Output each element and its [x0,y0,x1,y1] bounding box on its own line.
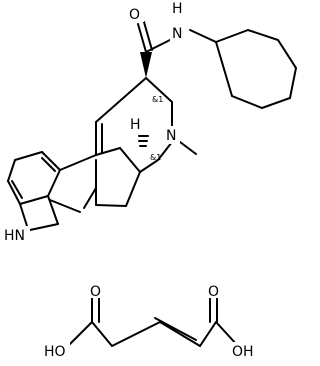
indole-nh-label: HN [4,228,25,244]
cycloheptyl-ring [214,28,298,110]
amide-oxygen-label: O [129,7,140,23]
maleic-acid [67,295,239,347]
c-ring [59,147,141,207]
ring-nitrogen-label: N [166,128,176,144]
stereo-hydrogen-label: H [130,117,141,133]
pyrrole-ring [19,187,97,231]
amide-nitrogen-label: N [172,26,182,42]
d-ring [95,77,197,173]
stereo-label-c5: &1 [150,153,161,162]
maleic-left-oxygen-label: O [90,284,101,300]
maleic-left-hydroxyl-label: HO [44,344,66,360]
maleic-right-hydroxyl-label: OH [232,344,254,360]
hashed-bond [138,135,149,147]
stereo-label-c8: &1 [152,95,163,104]
structure-canvas: O H N N H &1 &1 HN O O HO OH [4,0,298,360]
maleic-right-oxygen-label: O [208,284,219,300]
amide-nh-hydrogen-label: H [172,1,183,17]
benzene-ring [7,151,61,205]
chemical-structure: O H N N H &1 &1 HN O O HO OH [4,0,298,360]
wedge-bond [140,52,152,78]
